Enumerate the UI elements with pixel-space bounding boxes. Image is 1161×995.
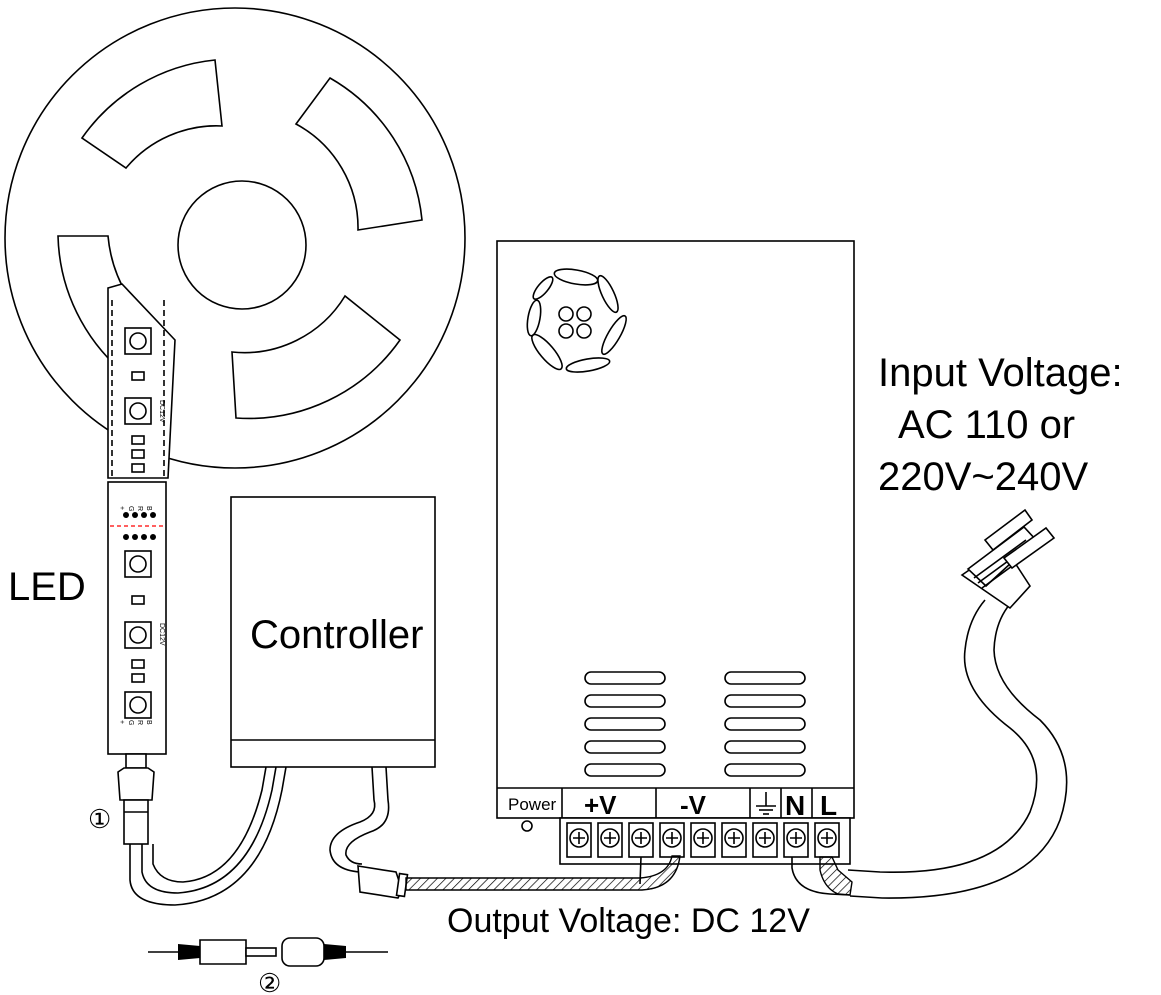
terminal-screw (783, 822, 809, 858)
pin-label-r: R (136, 506, 143, 511)
psu-live-label: L (820, 790, 837, 821)
terminal-screw (752, 822, 778, 858)
marker-1: ① (88, 804, 111, 834)
psu-neutral-label: N (785, 790, 805, 821)
psu-power-label: Power (508, 795, 557, 814)
pin-label-plus: + (118, 506, 125, 510)
terminal-screw (628, 822, 654, 858)
led-chip (124, 621, 152, 649)
controller-label: Controller (250, 613, 423, 657)
ground-icon (756, 792, 776, 815)
output-voltage-label: Output Voltage: DC 12V (447, 902, 810, 940)
led-chip (124, 691, 152, 719)
terminal-screw (659, 822, 685, 858)
cooling-slots (584, 671, 806, 777)
terminal-screw (566, 822, 592, 858)
pin-label-b: B (145, 720, 152, 725)
psu-plus-v-label: +V (584, 790, 617, 820)
psu-minus-v-label: -V (680, 790, 707, 820)
ac-plug (960, 508, 1056, 610)
marker-2: ② (258, 968, 281, 995)
input-voltage-range-1: AC 110 or (898, 403, 1075, 447)
terminal-screw (721, 822, 747, 858)
pin-label-g: G (127, 506, 134, 511)
led-chip (124, 327, 152, 355)
terminal-screw (690, 822, 716, 858)
terminal-screw (814, 822, 840, 858)
cables (129, 508, 1068, 906)
pin-label-b: B (145, 506, 152, 511)
fan-vent (526, 268, 627, 373)
input-voltage-label: Input Voltage: (878, 351, 1123, 395)
solder-pads (123, 512, 156, 540)
pin-label-r: R (136, 720, 143, 725)
pin-label-g: G (127, 720, 134, 725)
barrel-connector-pair (148, 937, 388, 967)
led-label: LED (8, 565, 86, 609)
led-chip (124, 397, 152, 425)
led-strip: DC12V DC12V + G R B + G R B (107, 283, 176, 845)
power-supply (496, 240, 855, 865)
pin-label-plus: + (118, 720, 125, 724)
strip-voltage-mark: DC12V (158, 400, 165, 423)
led-chip (124, 550, 152, 578)
strip-voltage-mark: DC12V (158, 623, 165, 646)
terminal-block (559, 817, 851, 865)
led-reel (4, 7, 466, 469)
input-voltage-range-2: 220V~240V (878, 455, 1089, 499)
controller (230, 496, 436, 768)
strip-connector (117, 753, 155, 845)
terminal-screw (597, 822, 623, 858)
